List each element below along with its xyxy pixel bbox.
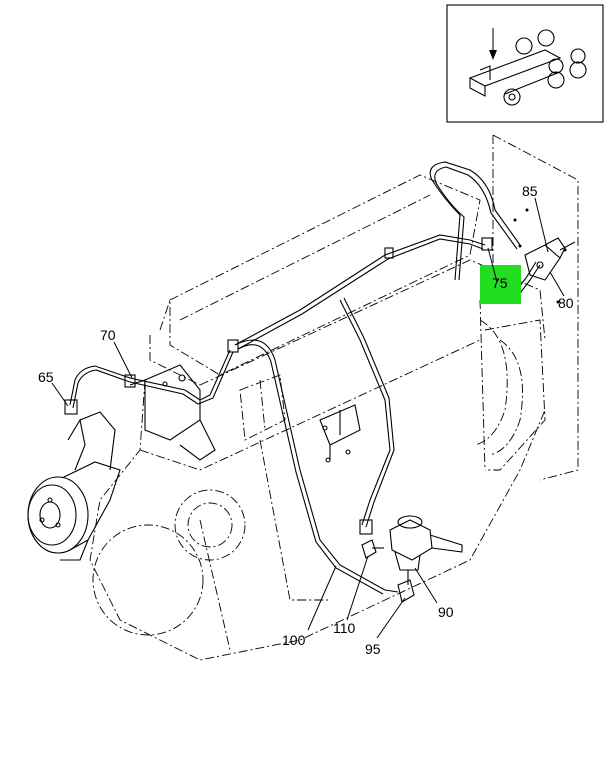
callout-labels: 65 70 75 80 85 90 95 100 110 <box>38 183 574 657</box>
callout-75: 75 <box>492 275 508 291</box>
callout-95: 95 <box>365 641 381 657</box>
callout-85: 85 <box>522 183 538 199</box>
callout-65: 65 <box>38 369 54 385</box>
locator-inset <box>446 4 604 123</box>
callout-80: 80 <box>558 295 574 311</box>
callout-110: 110 <box>333 620 356 636</box>
air-lines <box>69 161 541 595</box>
location-arrow-icon <box>489 28 497 60</box>
callout-100: 100 <box>282 632 306 648</box>
front-pulley <box>27 411 121 561</box>
clips <box>64 237 493 415</box>
engine-outline <box>89 174 546 661</box>
valve-80 <box>524 237 576 281</box>
leader-lines <box>51 197 565 639</box>
callout-75-highlight <box>480 265 521 304</box>
callout-90: 90 <box>438 604 454 620</box>
valve-cover-bracket <box>129 364 216 461</box>
chassis-thumbnail <box>468 29 587 106</box>
fittings <box>359 519 415 603</box>
valve-90 <box>389 515 463 585</box>
callout-70: 70 <box>100 327 116 343</box>
